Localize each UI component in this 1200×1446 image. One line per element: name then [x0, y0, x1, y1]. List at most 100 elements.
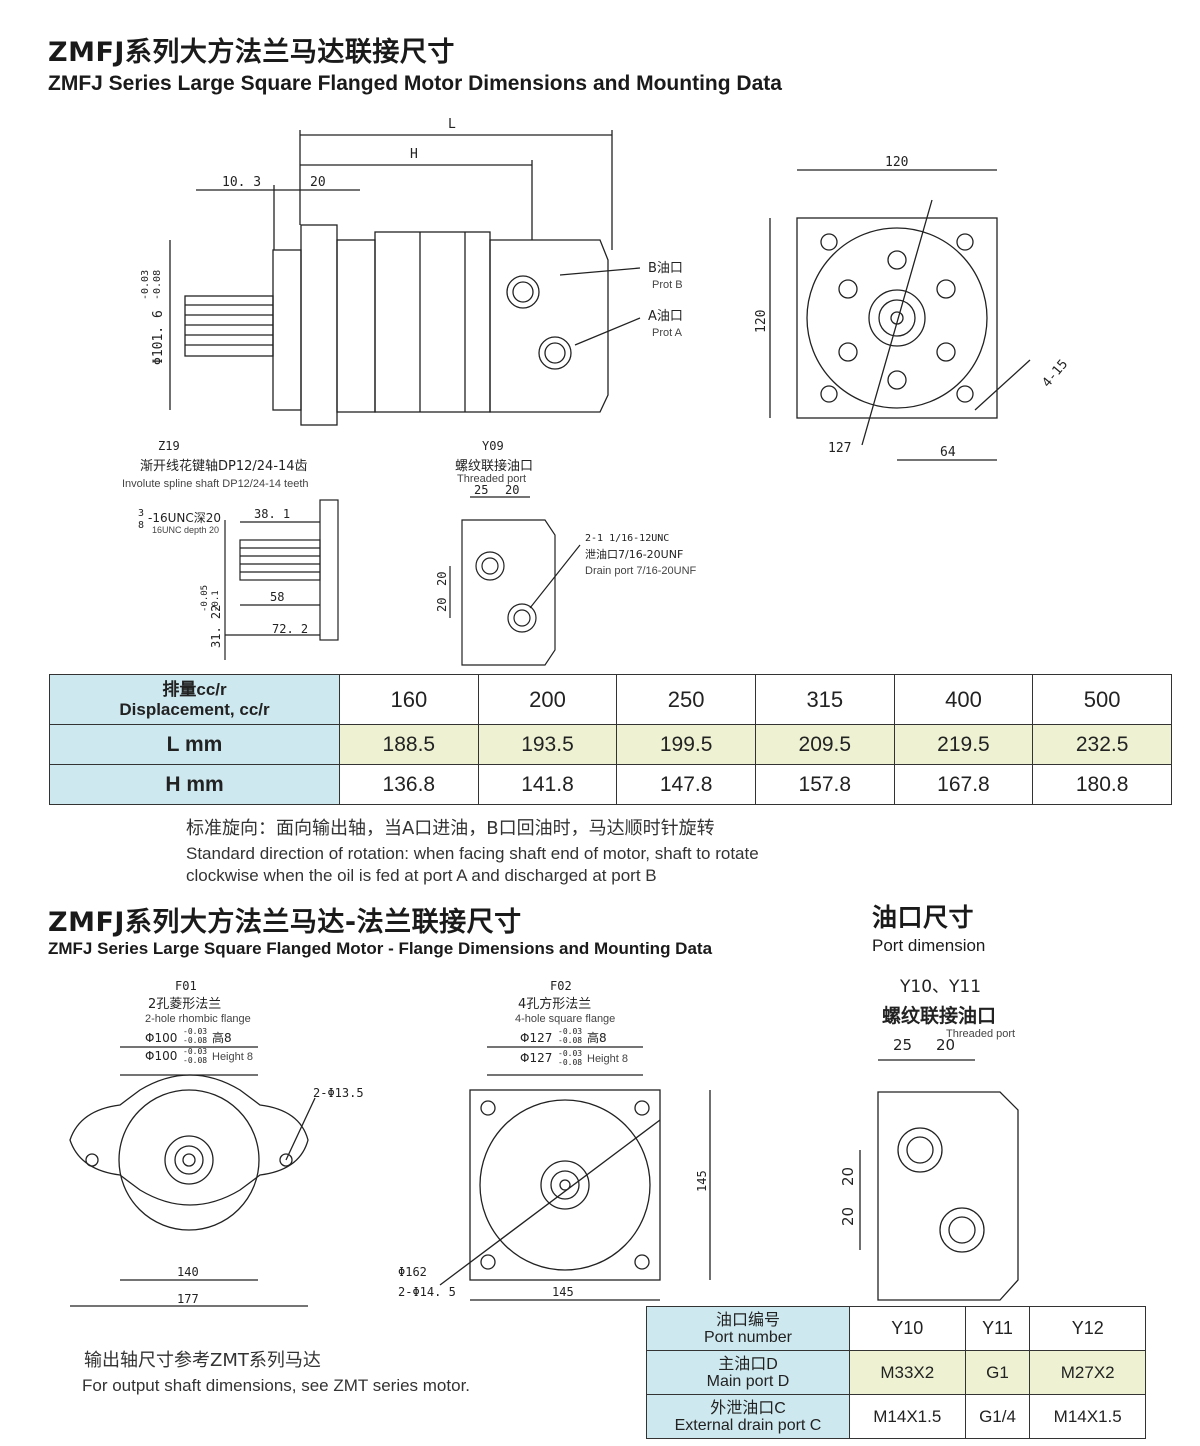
motor-side-view	[184, 224, 609, 426]
f01-dim-140: 140	[177, 1265, 199, 1279]
rotation-note-en-1: Standard direction of rotation: when fac…	[186, 844, 759, 863]
rotation-note-cn: 标准旋向：面向输出轴，当A口进油，B口回油时，马达顺时针旋转	[186, 818, 715, 839]
dim-phi-tol-upper: -0.03	[140, 270, 151, 300]
f01-name-en: 2-hole rhombic flange	[145, 1013, 251, 1025]
l-cell: 219.5	[893, 724, 1034, 765]
dim-4-15: 4-15	[1040, 357, 1072, 391]
displacement-cell: 500	[1032, 674, 1172, 725]
thread-spec-cn: -16UNC深20	[148, 511, 221, 525]
dim-l: L	[448, 117, 456, 132]
port-table: 油口编号 Port number Y10 Y11 Y12 主油口D Main p…	[646, 1306, 1146, 1439]
y09-dim-20-b: 20	[435, 598, 449, 612]
dim-120-top: 120	[885, 155, 908, 170]
section2-title-en: ZMFJ Series Large Square Flanged Motor -…	[48, 939, 713, 958]
f01-dim-cn-b: 高8	[212, 1030, 232, 1045]
f01-dim-en-a: Φ100	[145, 1049, 177, 1063]
f01-tol-lower: -0.08	[183, 1036, 207, 1045]
y09-dim-20: 20	[505, 483, 519, 497]
dim-120-side: 120	[754, 310, 769, 333]
port-b-cn: B油口	[648, 261, 683, 276]
motor-front-view	[769, 169, 1031, 461]
port-dim-name-cn: 螺纹联接油口	[882, 1004, 996, 1027]
port-number-header: 油口编号 Port number	[646, 1306, 850, 1351]
y09-drain-cn: 泄油口7/16-20UNF	[585, 547, 683, 561]
port-dim-title-cn: 油口尺寸	[872, 903, 975, 932]
dim-38-1: 38. 1	[254, 507, 290, 521]
shaft-detail	[224, 499, 339, 660]
section2-title-cn: ZMFJ系列大方法兰马达-法兰联接尺寸	[48, 907, 522, 938]
l-cell: 193.5	[477, 724, 618, 765]
y09-name-cn: 螺纹联接油口	[455, 458, 533, 474]
dim-31-22: 31. 22	[209, 605, 223, 648]
y09-dim-20-a: 20	[435, 572, 449, 586]
thread-frac-top: 3	[138, 508, 144, 519]
port-code-cell: Y10	[849, 1306, 966, 1351]
f01-dim-cn-a: Φ100	[145, 1031, 177, 1045]
f02-dim-en-b: Height 8	[587, 1053, 628, 1065]
f02-dim-145-side: 145	[695, 1170, 709, 1192]
title-cn: ZMFJ系列大方法兰马达联接尺寸	[48, 37, 455, 68]
motor-drawings-top: L H 10. 3 20 Φ101. 6 -0.03 -0.08 B油口 Pro…	[122, 117, 1072, 666]
f02-tol-lower: -0.08	[558, 1058, 582, 1067]
f01-tol-upper: -0.03	[183, 1027, 207, 1036]
shaft-name-en: Involute spline shaft DP12/24-14 teeth	[122, 478, 309, 490]
dim-10-3: 10. 3	[222, 175, 261, 190]
main-port-cell: G1	[964, 1350, 1031, 1395]
rotation-note-en-2: clockwise when the oil is fed at port A …	[186, 866, 657, 885]
thread-frac-bottom: 8	[138, 520, 144, 531]
h-cell: 141.8	[477, 764, 618, 805]
f02-tol-lower: -0.08	[558, 1036, 582, 1045]
displacement-cell: 200	[477, 674, 618, 725]
dim-64: 64	[940, 445, 956, 460]
main-port-cell: M27X2	[1029, 1350, 1146, 1395]
f02-name-en: 4-hole square flange	[515, 1013, 615, 1025]
f02-code: F02	[550, 979, 572, 993]
port-code-cell: Y11	[964, 1306, 1031, 1351]
flange-drawings: F01 2孔菱形法兰 2-hole rhombic flange Φ100 -0…	[69, 977, 1019, 1307]
y09-drain-en: Drain port 7/16-20UNF	[585, 565, 697, 577]
port-dim-20: 20	[936, 1036, 955, 1054]
displacement-table: 排量cc/r Displacement, cc/r 160 200 250 31…	[49, 674, 1172, 805]
main-port-cell: M33X2	[849, 1350, 966, 1395]
displacement-cell: 315	[754, 674, 895, 725]
port-dim-20-a: 20	[839, 1167, 857, 1186]
displacement-cell: 160	[339, 674, 479, 725]
row-h-label: H mm	[49, 764, 340, 805]
f02-holes: 2-Φ14. 5	[398, 1285, 456, 1299]
l-cell: 232.5	[1032, 724, 1172, 765]
displacement-cell: 250	[616, 674, 756, 725]
dim-127: 127	[828, 441, 851, 456]
h-cell: 157.8	[754, 764, 895, 805]
port-a-cn: A油口	[648, 309, 683, 324]
displacement-cell: 400	[893, 674, 1034, 725]
f01-holes: 2-Φ13.5	[313, 1086, 364, 1100]
dim-31-tol-upper: -0.05	[200, 585, 210, 612]
main-port-header: 主油口D Main port D	[646, 1350, 850, 1395]
thread-spec-en: 16UNC depth 20	[152, 525, 219, 535]
drain-port-header: 外泄油口C External drain port C	[646, 1394, 850, 1439]
port-dim-name-en: Threaded port	[946, 1028, 1015, 1040]
port-dim-code: Y10、Y11	[899, 977, 981, 997]
row-l-label: L mm	[49, 724, 340, 765]
shaft-name-cn: 渐开线花键轴DP12/24-14齿	[140, 458, 308, 474]
h-cell: 167.8	[893, 764, 1034, 805]
h-cell: 180.8	[1032, 764, 1172, 805]
shaft-note-en: For output shaft dimensions, see ZMT ser…	[82, 1376, 471, 1395]
l-cell: 188.5	[339, 724, 479, 765]
port-dim-title-en: Port dimension	[872, 936, 986, 955]
f01-dim-177: 177	[177, 1292, 199, 1306]
drain-port-cell: M14X1.5	[1029, 1394, 1146, 1439]
f02-dim-162: Φ162	[398, 1265, 427, 1279]
flange-f01-drawing	[69, 1046, 316, 1307]
dim-phi-tol-lower: -0.08	[152, 270, 163, 300]
f02-tol-upper: -0.03	[558, 1027, 582, 1036]
shaft-code: Z19	[158, 439, 180, 453]
y09-drain-thread: 2-1 1/16-12UNC	[585, 533, 669, 544]
port-dim-20-b: 20	[839, 1207, 857, 1226]
f01-tol-lower: -0.08	[183, 1056, 207, 1065]
port-b-en: Prot B	[652, 279, 683, 291]
f01-name-cn: 2孔菱形法兰	[148, 997, 221, 1012]
drain-port-cell: G1/4	[964, 1394, 1031, 1439]
dim-72-2: 72. 2	[272, 622, 308, 636]
f02-name-cn: 4孔方形法兰	[518, 996, 591, 1012]
